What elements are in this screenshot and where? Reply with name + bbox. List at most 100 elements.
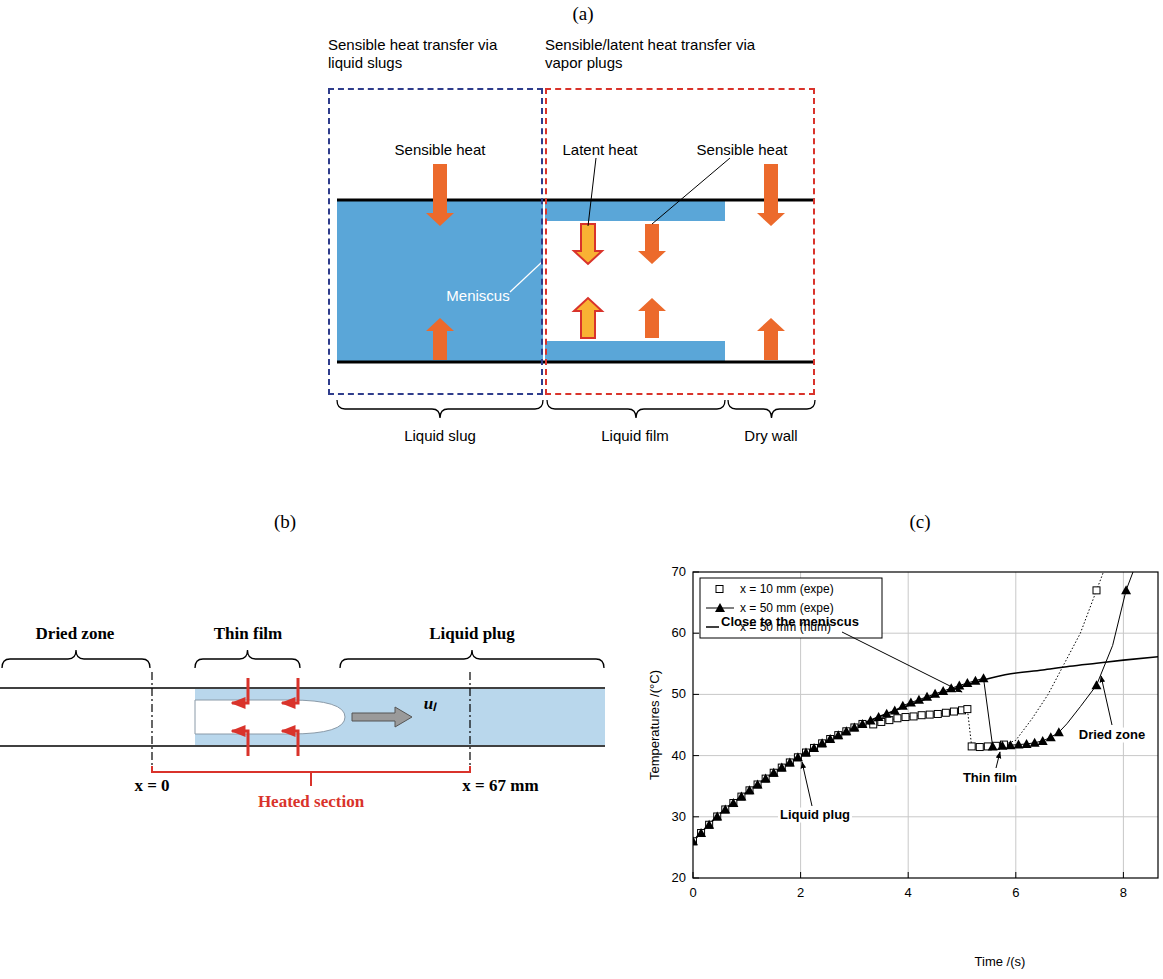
axis-tick <box>693 572 699 573</box>
heat-arrow <box>426 318 454 360</box>
tube-b <box>0 687 605 689</box>
brace <box>2 650 150 668</box>
data-curve <box>857 719 867 728</box>
heat-arrow <box>574 224 602 264</box>
axis-label: 60 <box>672 626 686 641</box>
annotation-leader <box>1101 676 1112 725</box>
axis-label: 30 <box>672 809 686 824</box>
data-curve <box>849 722 859 731</box>
data-curve <box>942 709 949 716</box>
text-label: Thin film <box>214 624 283 644</box>
data-curve <box>890 706 900 715</box>
data-curve <box>894 715 901 722</box>
chart-grid <box>1123 572 1124 878</box>
data-curve <box>918 712 925 719</box>
slug-tube <box>545 341 725 361</box>
data-curve <box>693 836 698 845</box>
plot-frame <box>693 572 1158 878</box>
film-heat-arrow <box>232 678 298 756</box>
data-curve <box>785 757 795 766</box>
data-curve <box>693 572 1158 845</box>
data-curve <box>954 681 964 690</box>
data-curve <box>902 714 909 721</box>
axis-tick <box>908 872 909 878</box>
chart-grid <box>693 816 1158 817</box>
data-curve <box>964 706 971 713</box>
legend-text: x = 10 mm (expe) <box>740 583 834 595</box>
dashed-border <box>328 88 543 395</box>
data-curve <box>769 768 779 777</box>
text-label: x = 67 mm <box>462 776 538 796</box>
tube-b <box>195 700 345 734</box>
annotation-leader <box>802 632 1112 806</box>
data-curve <box>696 828 706 837</box>
data-curve <box>950 708 957 715</box>
text-label: Liquid plug <box>429 624 515 644</box>
panel-label: (b) <box>274 511 296 533</box>
heat-arrow <box>638 224 666 264</box>
axis-label: 6 <box>1012 886 1019 901</box>
heat-arrow <box>638 298 666 338</box>
axis-tick <box>693 872 694 878</box>
legend-box <box>700 578 882 638</box>
chart-grid <box>693 755 1158 756</box>
data-curve <box>962 678 972 687</box>
axis-label: Time /(s) <box>975 955 1026 970</box>
data-curve <box>777 763 787 772</box>
data-curve <box>988 741 998 750</box>
data-curve <box>910 713 917 720</box>
axis-label: 2 <box>797 886 804 901</box>
axis-label: 70 <box>672 565 686 580</box>
slug-tube <box>510 262 542 292</box>
region-heading: Sensible heat transfer via liquid slugs <box>328 36 503 72</box>
text-label: Liquid film <box>601 427 669 444</box>
dashed-region: Sensible heat transfer via liquid slugs <box>328 36 543 395</box>
legend-text: x = 50 mm (expe) <box>740 602 834 614</box>
data-curve <box>930 689 940 698</box>
axis-tick <box>693 755 699 756</box>
axis-label: Temperatures /(°C) <box>648 670 663 780</box>
data-curve <box>761 774 771 783</box>
panel-label: (a) <box>572 3 593 25</box>
text-label: Latent heat <box>562 141 637 158</box>
tube-b <box>195 689 605 745</box>
tube-b <box>469 672 470 772</box>
data-curve <box>914 695 924 704</box>
data-curve <box>968 743 975 750</box>
text-label: uₗ <box>424 694 436 714</box>
text-label: Meniscus <box>446 287 509 304</box>
leader-line <box>588 158 596 226</box>
text-label: Dried zone <box>1077 728 1147 743</box>
data-curve <box>1121 585 1131 594</box>
axis-tick <box>693 633 699 634</box>
panel-label: (c) <box>909 511 930 533</box>
data-curve <box>1092 680 1102 689</box>
data-curve <box>744 785 754 794</box>
text-label: Heated section <box>258 792 364 812</box>
brace <box>547 400 725 418</box>
annotation-leader <box>802 762 812 806</box>
data-curve <box>801 748 811 757</box>
data-curve <box>693 656 1158 841</box>
text-label: Sensible heat <box>697 141 788 158</box>
axis-tick <box>693 878 699 879</box>
dashed-region: Sensible/latent heat transfer via vapor … <box>545 36 815 395</box>
data-curve <box>979 673 989 682</box>
chart-grid <box>693 572 1158 878</box>
axis-label: 8 <box>1120 886 1127 901</box>
leader-line <box>588 158 730 226</box>
heat-arrow <box>757 318 785 360</box>
region-heading: Sensible/latent heat transfer via vapor … <box>545 36 775 72</box>
text-label: Sensible heat <box>395 141 486 158</box>
heat-arrow <box>574 298 602 338</box>
tube-b <box>152 766 470 772</box>
data-curve <box>1046 732 1056 741</box>
text-label: Liquid plug <box>778 808 852 823</box>
data-curve <box>793 752 803 761</box>
data-curve <box>976 744 983 751</box>
film-heat-arrow <box>232 678 248 703</box>
data-curve <box>970 676 980 685</box>
data-curve <box>874 712 884 721</box>
text-label: x = 0 <box>134 776 169 796</box>
